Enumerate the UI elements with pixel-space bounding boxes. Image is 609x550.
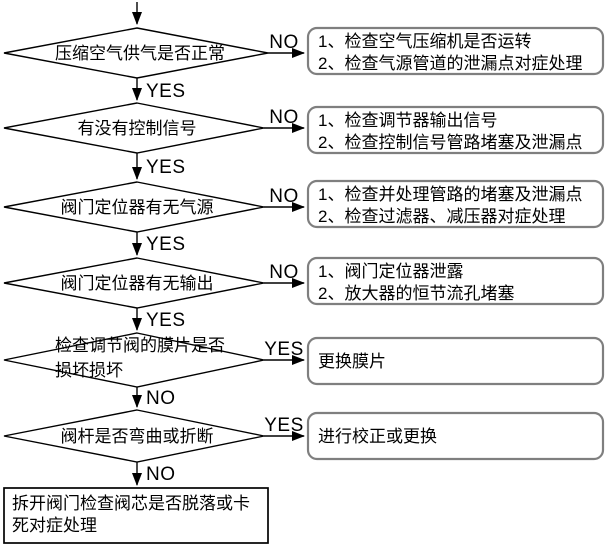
action-line: 2、放大器的恒节流孔堵塞 <box>318 284 514 303</box>
terminal-line: 拆开阀门检查阀芯是否脱落或卡 <box>12 494 250 513</box>
action-box-1 <box>306 26 605 76</box>
branch-label-no: NO <box>269 262 299 283</box>
branch-label-no: NO <box>269 32 299 53</box>
branch-label-yes: YES <box>146 157 186 178</box>
action-line: 1、检查调节器输出信号 <box>318 111 497 130</box>
action-box-4 <box>306 256 605 306</box>
action-line: 1、阀门定位器泄露 <box>318 262 463 281</box>
branch-label-yes: YES <box>264 415 304 436</box>
branch-label-no: NO <box>146 464 176 485</box>
branch-label-no: NO <box>269 107 299 128</box>
action-line: 2、检查控制信号管路堵塞及泄漏点 <box>318 133 582 152</box>
action-box-6 <box>306 411 605 461</box>
action-box-2 <box>306 105 605 155</box>
decision-label: 检查调节阀的膜片是否 <box>55 336 225 355</box>
decision-label: 损坏损坏 <box>55 361 123 380</box>
action-line: 更换膜片 <box>318 352 386 371</box>
decision-label: 阀门定位器有无输出 <box>61 274 214 293</box>
action-box-3 <box>306 179 605 229</box>
terminal-box <box>3 487 269 544</box>
action-line: 2、检查过滤器、减压器对症处理 <box>318 207 565 226</box>
decision-label: 阀杆是否弯曲或折断 <box>61 427 214 446</box>
action-line: 1、检查空气压缩机是否运转 <box>318 32 531 51</box>
branch-label-yes: YES <box>146 81 186 102</box>
terminal-line: 死对症处理 <box>12 516 97 535</box>
branch-label-yes: YES <box>146 310 186 331</box>
action-line: 1、检查并处理管路的堵塞及泄漏点 <box>318 185 582 204</box>
branch-label-yes: YES <box>264 339 304 360</box>
decision-label: 阀门定位器有无气源 <box>61 198 214 217</box>
decision-label: 压缩空气供气是否正常 <box>55 44 225 63</box>
branch-label-no: NO <box>269 186 299 207</box>
branch-label-no: NO <box>146 388 176 409</box>
action-line: 2、检查气源管道的泄漏点对症处理 <box>318 54 582 73</box>
branch-label-yes: YES <box>146 234 186 255</box>
action-line: 进行校正或更换 <box>318 427 437 446</box>
action-box-5 <box>306 336 605 386</box>
decision-label: 有没有控制信号 <box>78 119 197 138</box>
